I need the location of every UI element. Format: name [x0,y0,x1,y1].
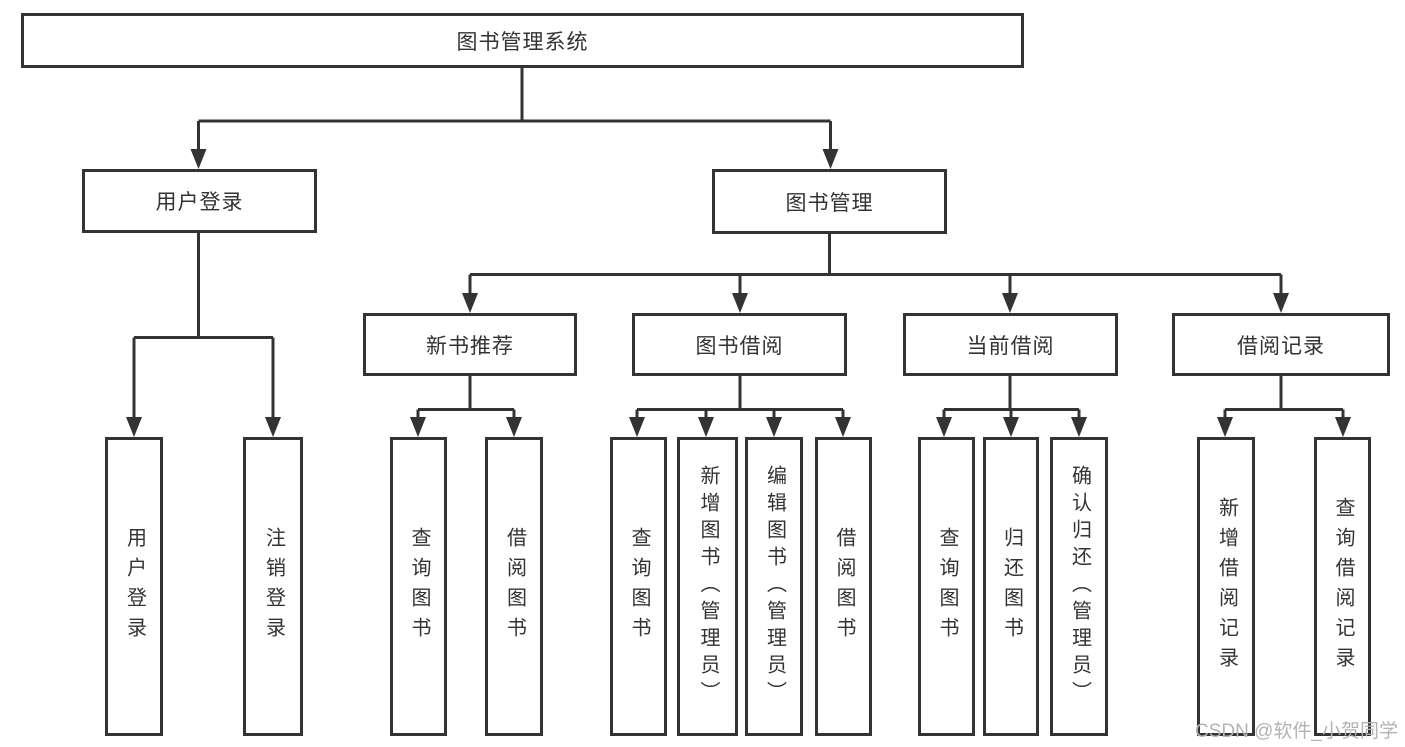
leaf-return-books-label: 归还图书 [1000,526,1023,647]
leaf-borrow-books-recommend-label: 借阅图书 [503,526,526,647]
leaf-user-login: 用户登录 [105,437,163,736]
leaf-add-borrow-record: 新增借阅记录 [1197,437,1255,736]
leaf-edit-books-admin-label: 编辑图书（管理员） [763,465,786,708]
node-borrowing-records-label: 借阅记录 [1237,334,1325,358]
node-new-book-recommend: 新书推荐 [363,313,577,376]
leaf-query-books-recommend-label: 查询图书 [408,526,430,647]
node-book-borrowing: 图书借阅 [632,313,847,376]
node-library-system-label: 图书管理系统 [456,30,589,54]
leaf-query-borrow-record: 查询借阅记录 [1314,437,1371,736]
node-book-management: 图书管理 [712,169,947,234]
leaf-confirm-return-admin: 确认归还（管理员） [1050,437,1108,736]
node-user-login-label: 用户登录 [155,191,244,214]
node-book-management-label: 图书管理 [785,191,874,215]
leaf-return-books: 归还图书 [983,437,1039,736]
leaf-add-books-admin-label: 新增图书（管理员） [697,465,719,708]
leaf-borrow-books-borrowing-label: 借阅图书 [833,526,855,647]
leaf-logout-label: 注销登录 [262,526,285,647]
leaf-query-books-recommend: 查询图书 [390,437,447,736]
leaf-query-books-borrowing: 查询图书 [610,437,667,736]
leaf-borrow-books-borrowing: 借阅图书 [815,437,872,736]
leaf-query-books-current: 查询图书 [918,437,975,736]
leaf-add-books-admin: 新增图书（管理员） [677,437,738,736]
leaf-logout: 注销登录 [243,437,303,736]
node-user-login: 用户登录 [82,169,317,233]
node-current-borrowing: 当前借阅 [903,313,1118,376]
leaf-borrow-books-recommend: 借阅图书 [485,437,543,736]
leaf-query-books-current-label: 查询图书 [936,526,958,647]
node-library-system: 图书管理系统 [21,13,1024,68]
node-new-book-recommend-label: 新书推荐 [426,334,514,358]
node-current-borrowing-label: 当前借阅 [966,334,1055,358]
leaf-query-books-borrowing-label: 查询图书 [628,526,650,647]
leaf-user-login-label: 用户登录 [123,526,146,647]
node-borrowing-records: 借阅记录 [1172,313,1390,376]
node-book-borrowing-label: 图书借阅 [695,334,784,358]
leaf-edit-books-admin: 编辑图书（管理员） [745,437,803,736]
leaf-query-borrow-record-label: 查询借阅记录 [1332,496,1354,677]
leaf-add-borrow-record-label: 新增借阅记录 [1215,496,1238,677]
leaf-confirm-return-admin-label: 确认归还（管理员） [1068,465,1091,708]
